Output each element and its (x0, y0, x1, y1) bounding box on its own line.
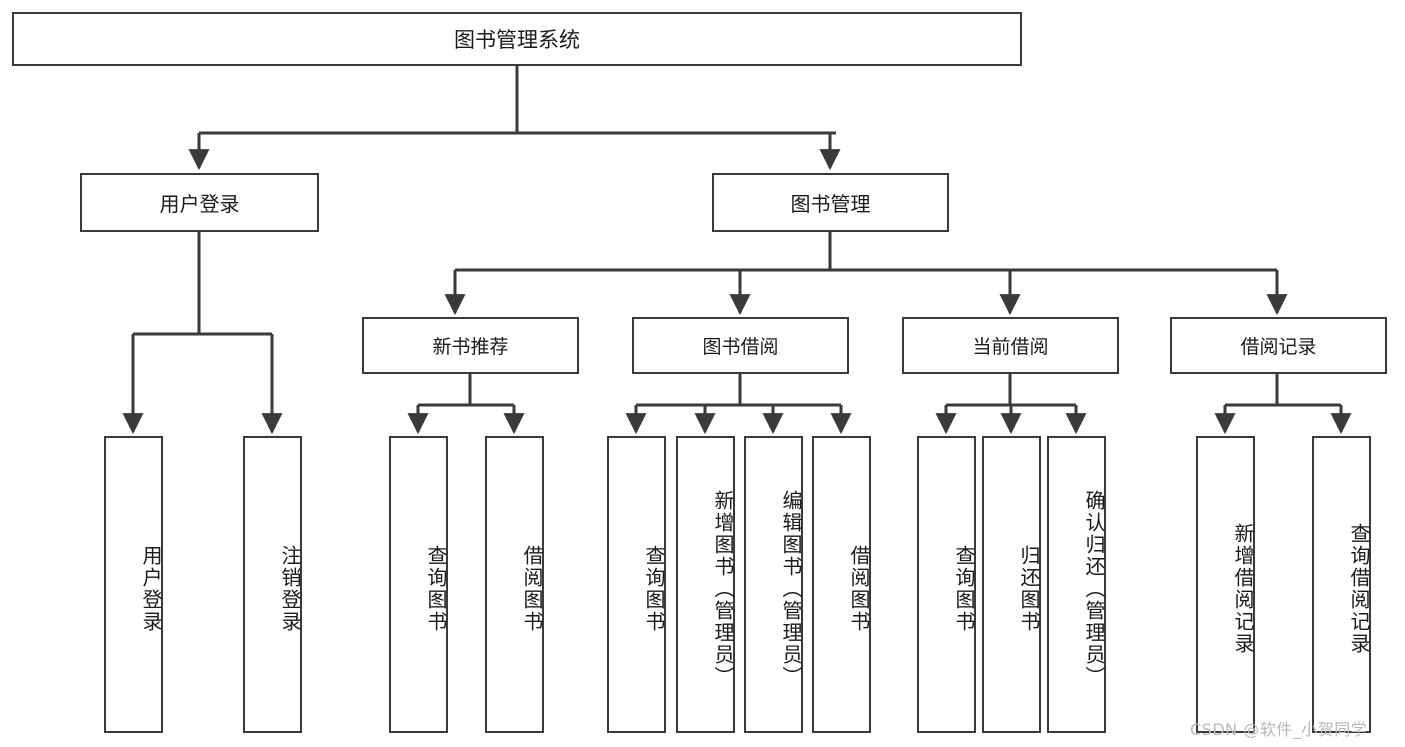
node-root-label: 图书管理系统 (454, 28, 580, 52)
leaf-return-book-label: 归还图书 (1017, 544, 1041, 633)
leaf-confirm-return-admin[interactable]: 确认归还（管理员） (1047, 436, 1106, 733)
node-root[interactable]: 图书管理系统 (12, 12, 1022, 66)
node-book-management[interactable]: 图书管理 (712, 173, 949, 232)
leaf-query-borrow-record[interactable]: 查询借阅记录 (1312, 436, 1371, 733)
leaf-return-book[interactable]: 归还图书 (982, 436, 1041, 733)
node-new-book-recommend[interactable]: 新书推荐 (362, 317, 579, 374)
node-user-login-label: 用户登录 (159, 192, 240, 216)
leaf-confirm-return-admin-label: 确认归还（管理员） (1082, 489, 1106, 688)
leaf-add-book-admin-label: 新增图书（管理员） (711, 489, 735, 688)
leaf-query-book-recommend[interactable]: 查询图书 (389, 436, 448, 733)
leaf-query-book-current-label: 查询图书 (952, 544, 976, 633)
leaf-add-borrow-record-label: 新增借阅记录 (1231, 522, 1255, 655)
node-book-management-label: 图书管理 (790, 192, 871, 216)
leaf-borrow-book-recommend-label: 借阅图书 (520, 544, 544, 633)
node-book-borrow[interactable]: 图书借阅 (632, 317, 849, 374)
node-borrow-record-label: 借阅记录 (1240, 336, 1317, 358)
leaf-edit-book-admin[interactable]: 编辑图书（管理员） (744, 436, 803, 733)
leaf-borrow-book-recommend[interactable]: 借阅图书 (485, 436, 544, 733)
leaf-query-book-recommend-label: 查询图书 (424, 544, 448, 633)
node-book-borrow-label: 图书借阅 (702, 336, 779, 358)
node-borrow-record[interactable]: 借阅记录 (1170, 317, 1387, 374)
leaf-logout[interactable]: 注销登录 (243, 436, 302, 733)
watermark-text: CSDN @软件_小贺同学 (1190, 720, 1368, 739)
leaf-edit-book-admin-label: 编辑图书（管理员） (779, 489, 803, 688)
leaf-query-book-current[interactable]: 查询图书 (917, 436, 976, 733)
leaf-add-book-admin[interactable]: 新增图书（管理员） (676, 436, 735, 733)
node-current-borrow-label: 当前借阅 (972, 336, 1049, 358)
leaf-borrow-book[interactable]: 借阅图书 (812, 436, 871, 733)
leaf-query-book-borrow-label: 查询图书 (642, 544, 666, 633)
leaf-query-book-borrow[interactable]: 查询图书 (607, 436, 666, 733)
leaf-user-login-label: 用户登录 (139, 544, 163, 633)
leaf-logout-label: 注销登录 (278, 544, 302, 633)
node-current-borrow[interactable]: 当前借阅 (902, 317, 1119, 374)
leaf-add-borrow-record[interactable]: 新增借阅记录 (1196, 436, 1255, 733)
leaf-query-borrow-record-label: 查询借阅记录 (1347, 522, 1371, 655)
node-new-book-recommend-label: 新书推荐 (432, 336, 509, 358)
leaf-user-login[interactable]: 用户登录 (104, 436, 163, 733)
leaf-borrow-book-label: 借阅图书 (847, 544, 871, 633)
node-user-login[interactable]: 用户登录 (80, 173, 319, 232)
watermark: CSDN @软件_小贺同学 (1190, 716, 1367, 740)
